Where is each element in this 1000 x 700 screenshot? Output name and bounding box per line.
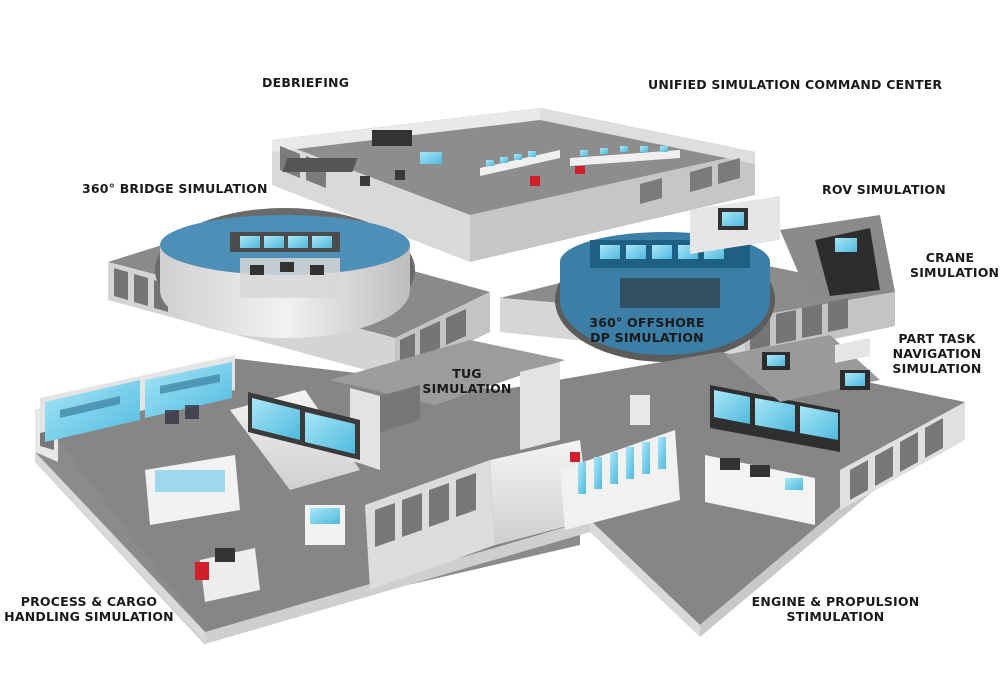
label-tug: TUG SIMULATION (412, 366, 522, 396)
label-bridge-text: 360° BRIDGE SIMULATION (82, 181, 268, 196)
label-rov: ROV SIMULATION (822, 182, 946, 197)
tug-room (330, 340, 565, 470)
bridge-dome (155, 208, 415, 338)
label-part-task-line2: NAVIGATION (892, 346, 982, 361)
label-process: PROCESS & CARGO HANDLING SIMULATION (0, 594, 178, 624)
ground-deck (35, 335, 965, 645)
label-command-center: UNIFIED SIMULATION COMMAND CENTER (648, 77, 942, 92)
crane-room (780, 215, 895, 300)
label-crane-line1: CRANE (925, 250, 975, 265)
label-part-task-line1: PART TASK (898, 331, 976, 346)
engine-room (560, 385, 840, 530)
label-debriefing: DEBRIEFING (262, 75, 349, 90)
label-engine-line2: STIMULATION (786, 609, 885, 624)
label-offshore: 360° OFFSHORE DP SIMULATION (582, 315, 712, 345)
label-crane: CRANE SIMULATION (910, 250, 1000, 280)
label-command-center-text: UNIFIED SIMULATION COMMAND CENTER (648, 77, 943, 92)
command-center-room (480, 146, 680, 186)
upper-deck (272, 108, 755, 262)
label-rov-text: ROV SIMULATION (822, 182, 946, 197)
tug-screens (248, 392, 360, 460)
label-engine: ENGINE & PROPULSION STIMULATION (748, 594, 923, 624)
label-debriefing-text: DEBRIEFING (262, 75, 350, 90)
label-tug-line1: TUG (452, 366, 482, 381)
label-crane-line2: SIMULATION (910, 265, 1000, 280)
label-offshore-line2: DP SIMULATION (590, 330, 704, 345)
label-process-line1: PROCESS & CARGO (20, 594, 158, 609)
label-part-task: PART TASK NAVIGATION SIMULATION (882, 331, 992, 376)
rov-room (690, 196, 780, 254)
middle-deck (108, 196, 895, 378)
label-bridge: 360° BRIDGE SIMULATION (82, 181, 268, 196)
part-task-room (725, 335, 880, 402)
label-offshore-line1: 360° OFFSHORE (589, 315, 705, 330)
label-part-task-line3: SIMULATION (892, 361, 982, 376)
label-process-line2: HANDLING SIMULATION (4, 609, 174, 624)
label-tug-line2: SIMULATION (422, 381, 512, 396)
debriefing-room (282, 130, 442, 186)
process-room (40, 355, 345, 602)
label-engine-line1: ENGINE & PROPULSION (751, 594, 920, 609)
offshore-dome (555, 232, 775, 362)
